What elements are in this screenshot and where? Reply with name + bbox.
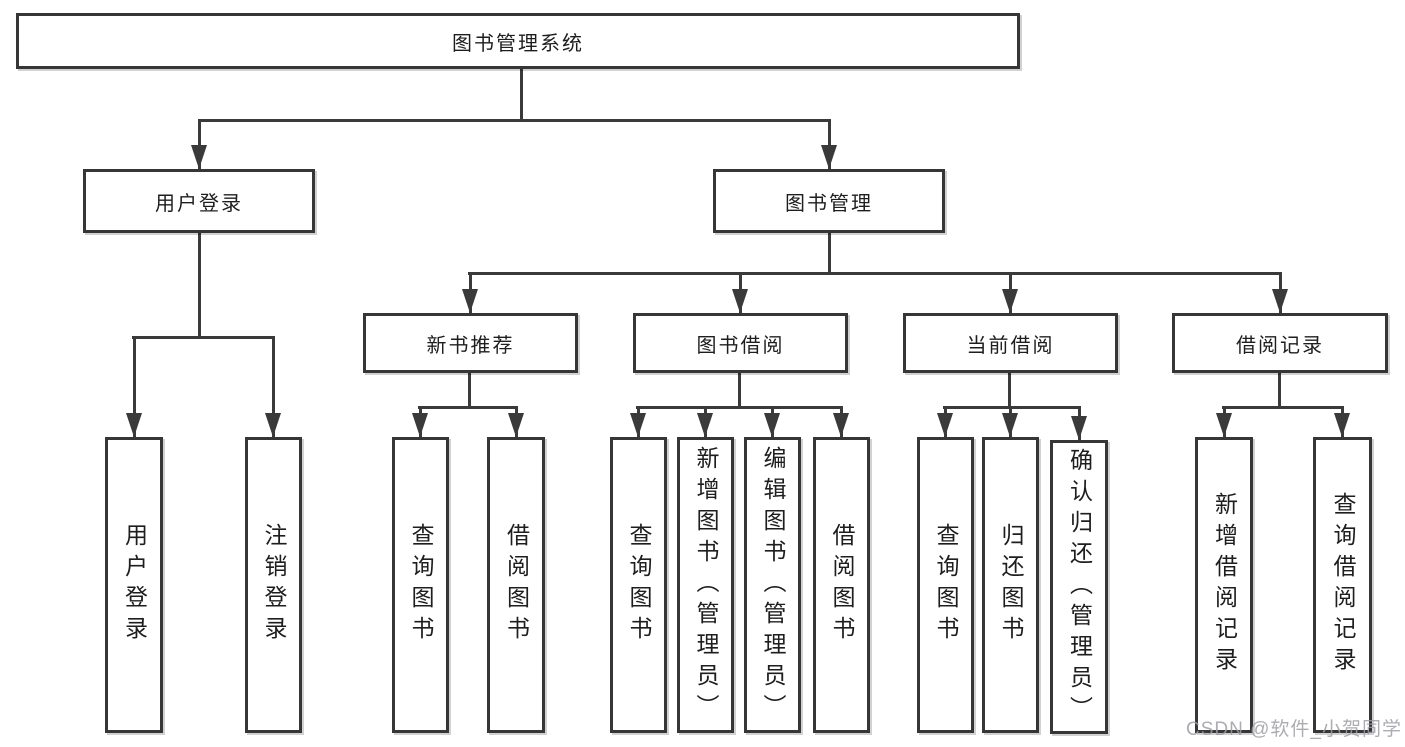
- node-label: 编辑图书（管理员）: [760, 445, 786, 725]
- connector-current-branch: [943, 406, 1080, 409]
- connector-login-branch: [132, 336, 274, 339]
- arrow-down-icon: [126, 336, 142, 437]
- arrow-down-icon: [732, 272, 748, 313]
- leaf-confirm-return-admin: 确认归还（管理员）: [1050, 440, 1108, 734]
- leaf-query-books-recommend: 查询图书: [392, 437, 449, 733]
- node-label: 借阅图书: [503, 523, 530, 647]
- leaf-query-books-current: 查询图书: [917, 437, 974, 733]
- leaf-add-book-admin: 新增图书（管理员）: [677, 437, 734, 733]
- node-new-book-recommend: 新书推荐: [363, 313, 578, 373]
- node-label: 用户登录: [121, 523, 148, 647]
- connector-current-stem: [1008, 373, 1011, 406]
- node-book-borrow: 图书借阅: [633, 313, 848, 373]
- connector-mgmt-stem: [828, 233, 831, 272]
- leaf-query-books-borrow: 查询图书: [610, 437, 667, 733]
- node-label: 归还图书: [998, 523, 1024, 647]
- node-label: 图书管理: [785, 192, 873, 215]
- arrow-down-icon: [833, 406, 849, 437]
- node-label: 新增图书（管理员）: [693, 445, 719, 725]
- csdn-watermark: CSDN @软件_小贺同学: [1186, 719, 1402, 740]
- arrow-down-icon: [764, 406, 780, 437]
- connector-level2-branch: [198, 119, 831, 122]
- leaf-edit-book-admin: 编辑图书（管理员）: [744, 437, 801, 733]
- node-label: 查询图书: [408, 523, 434, 647]
- arrow-down-icon: [1216, 406, 1232, 437]
- node-label: 查询借阅记录: [1330, 492, 1356, 678]
- node-label: 当前借阅: [966, 334, 1055, 357]
- arrow-down-icon: [937, 406, 953, 437]
- leaf-borrow-books-borrow: 借阅图书: [813, 437, 870, 733]
- node-borrow-records: 借阅记录: [1172, 313, 1388, 373]
- node-label: 注销登录: [261, 523, 287, 647]
- connector-records-branch: [1222, 406, 1344, 409]
- connector-root-stem: [520, 69, 523, 119]
- arrow-down-icon: [1002, 272, 1018, 313]
- node-label: 图书借阅: [696, 334, 785, 357]
- node-label: 借阅图书: [829, 523, 855, 647]
- node-current-borrow: 当前借阅: [903, 313, 1118, 373]
- arrow-down-icon: [1272, 272, 1288, 313]
- leaf-logout: 注销登录: [245, 437, 302, 733]
- arrow-down-icon: [265, 336, 281, 437]
- arrow-down-icon: [1002, 406, 1018, 437]
- arrow-down-icon: [508, 406, 524, 437]
- node-user-login: 用户登录: [83, 169, 315, 233]
- arrow-down-icon: [191, 119, 207, 169]
- connector-recommend-stem: [468, 373, 471, 406]
- connector-login-stem: [198, 233, 201, 336]
- arrow-down-icon: [821, 119, 837, 169]
- node-label: 用户登录: [155, 192, 243, 215]
- arrow-down-icon: [1334, 406, 1350, 437]
- node-label: 查询图书: [626, 523, 652, 647]
- leaf-return-book: 归还图书: [982, 437, 1039, 733]
- connector-borrow-branch: [636, 406, 842, 409]
- leaf-user-login: 用户登录: [105, 437, 163, 733]
- arrow-down-icon: [697, 406, 713, 437]
- leaf-add-borrow-record: 新增借阅记录: [1195, 437, 1253, 733]
- node-label: 图书管理系统: [452, 32, 584, 55]
- arrow-down-icon: [630, 406, 646, 437]
- node-label: 借阅记录: [1236, 334, 1324, 357]
- connector-level3-branch: [468, 272, 1281, 275]
- arrow-down-icon: [1071, 406, 1087, 440]
- arrow-down-icon: [412, 406, 428, 437]
- leaf-borrow-books-recommend: 借阅图书: [487, 437, 545, 733]
- connector-records-stem: [1278, 373, 1281, 406]
- leaf-query-borrow-record: 查询借阅记录: [1313, 437, 1372, 733]
- arrow-down-icon: [462, 272, 478, 313]
- connector-recommend-branch: [418, 406, 517, 409]
- node-label: 新增借阅记录: [1211, 492, 1238, 678]
- connector-borrow-stem: [738, 373, 741, 406]
- node-label: 确认归还（管理员）: [1066, 447, 1093, 727]
- node-label: 新书推荐: [426, 334, 515, 357]
- node-book-management: 图书管理: [713, 169, 945, 233]
- node-system-root: 图书管理系统: [16, 13, 1020, 69]
- node-label: 查询图书: [933, 523, 959, 647]
